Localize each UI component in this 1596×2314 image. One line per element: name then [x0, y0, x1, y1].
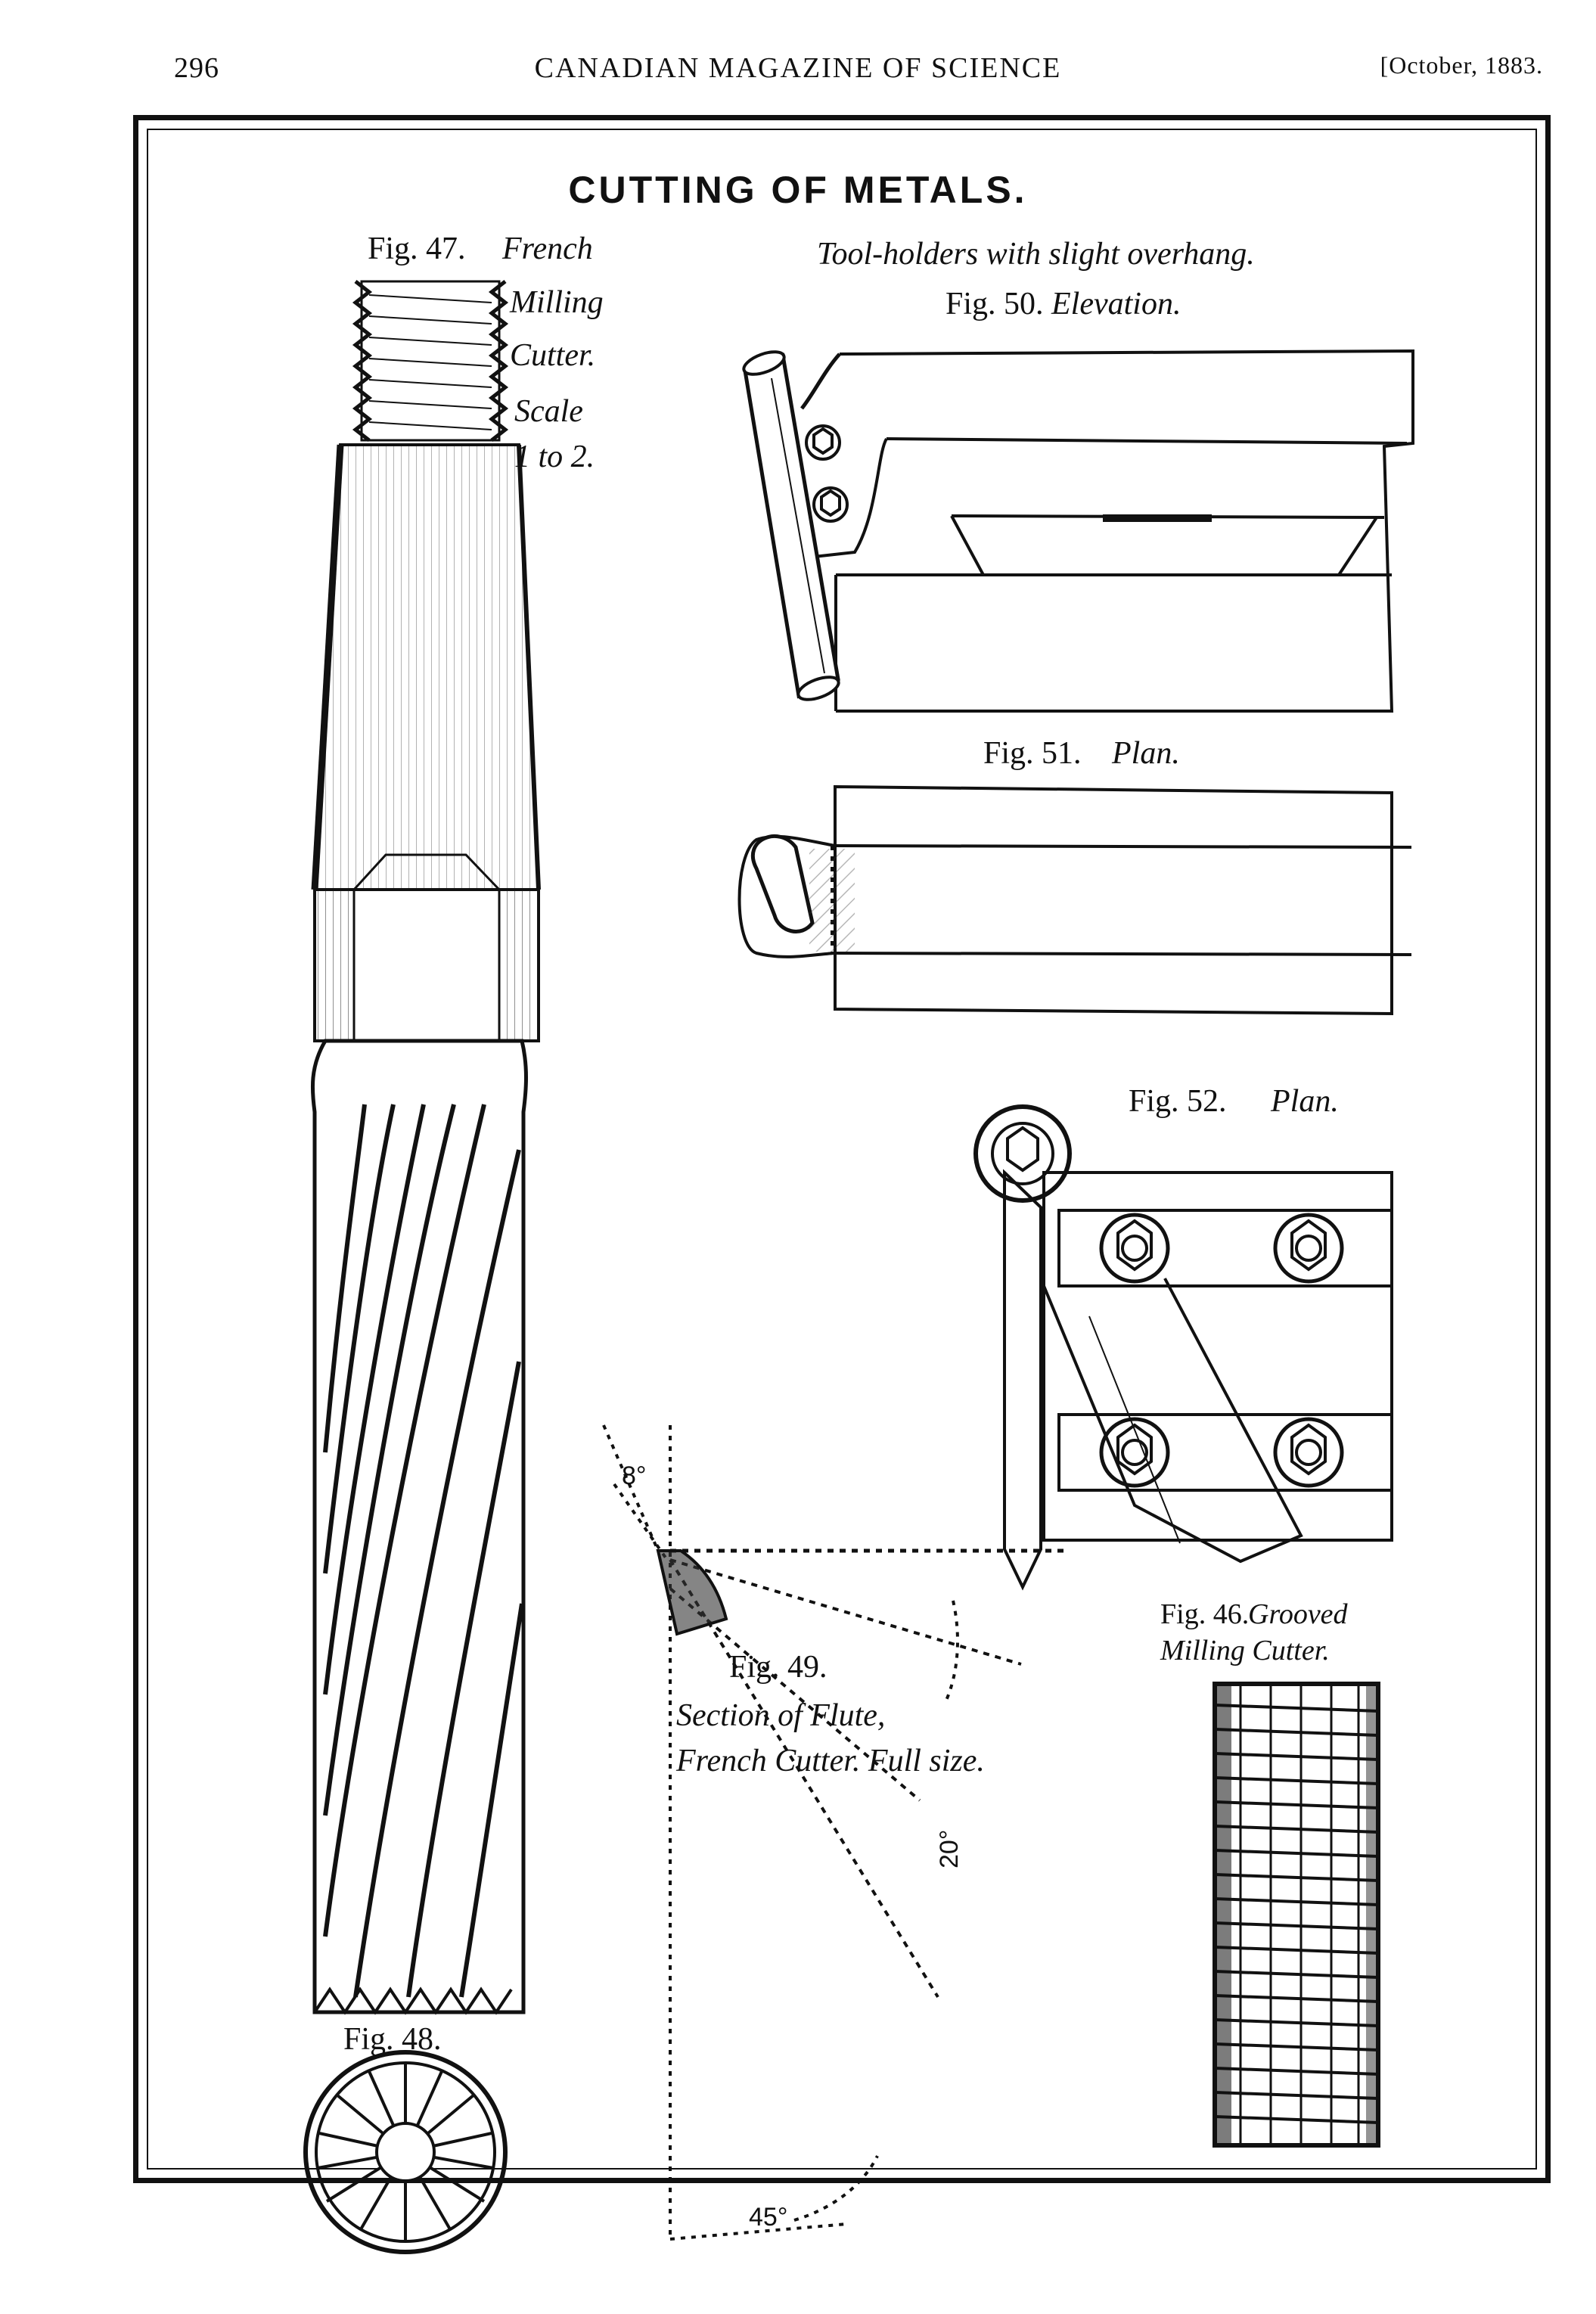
toolholders-heading: Tool-holders with slight overhang.: [817, 237, 1255, 272]
fig47-thread: [352, 280, 509, 442]
fig48-end-view-drawing: [303, 2050, 508, 2254]
page-number: 296: [174, 52, 219, 84]
fig46-grooved-cutter-drawing: [1213, 1682, 1380, 2148]
fig50-bolts: [805, 424, 849, 523]
fig52-label: Fig. 52.: [1129, 1084, 1227, 1119]
fig51-label: Fig. 51.: [983, 736, 1082, 771]
fig47-caption-line-2: Milling: [510, 285, 604, 320]
fig49-label: Fig. 49.: [729, 1650, 827, 1685]
fig49-angle-8: 8°: [622, 1461, 647, 1490]
fig46-caption-line-2: Milling Cutter.: [1160, 1635, 1330, 1666]
plate-title: CUTTING OF METALS.: [568, 169, 1028, 211]
fig51-caption: Plan.: [1112, 736, 1180, 771]
plate-border-inner: [147, 129, 1537, 2170]
fig46-label: Fig. 46.: [1160, 1598, 1250, 1630]
fig50-caption: Elevation.: [1051, 287, 1181, 321]
fig47-shank: [311, 443, 541, 891]
fig49-caption-line-1: Section of Flute,: [676, 1698, 886, 1733]
running-title: CANADIAN MAGAZINE OF SCIENCE: [534, 52, 1062, 84]
fig47-hex-collar: [313, 853, 540, 1076]
plate-border-outer: [133, 115, 1551, 2183]
fig52-plan-drawing: [973, 1104, 1393, 1591]
fig47-label: Fig. 47.: [368, 231, 466, 266]
fig50-elevation-drawing: [742, 349, 1414, 713]
fig47-fluted-body: [310, 1039, 528, 2015]
fig47-caption-line-5: 1 to 2.: [514, 440, 595, 474]
fig49-angle-45: 45°: [749, 2203, 788, 2232]
fig50-label: Fig. 50.: [945, 287, 1044, 321]
fig49-angle-20: 20°: [935, 1829, 964, 1868]
fig47-caption-line-3: Cutter.: [510, 338, 596, 373]
fig47-caption-line-4: Scale: [514, 394, 583, 429]
fig47-caption-line-1: French: [502, 231, 593, 266]
fig52-caption: Plan.: [1271, 1084, 1339, 1119]
fig47-milling-cutter-drawing: [310, 280, 541, 2015]
fig46-caption-line-1: Grooved: [1248, 1598, 1348, 1630]
fig51-plan-drawing: [737, 784, 1412, 1016]
issue-date: [October, 1883.: [1380, 51, 1543, 79]
fig48-label: Fig. 48.: [343, 2022, 442, 2057]
fig49-flute-section-drawing: [602, 1424, 1067, 2241]
fig49-caption-line-2: French Cutter. Full size.: [676, 1744, 985, 1778]
fig52-bolts: [1099, 1213, 1344, 1488]
